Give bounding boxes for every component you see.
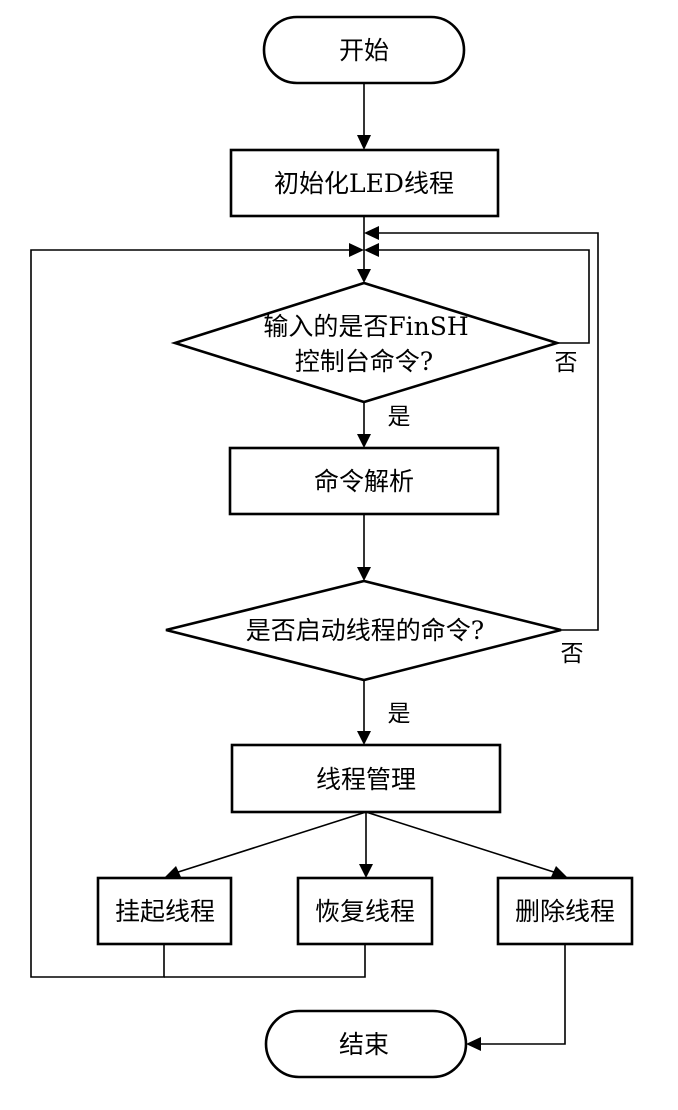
edge-manage-delete bbox=[365, 811, 561, 875]
init-box bbox=[229, 148, 500, 218]
decision1-label-line1: 输入的是否FinSH bbox=[263, 312, 468, 341]
decision2-yes-label: 是 bbox=[388, 701, 411, 727]
resume-box bbox=[296, 876, 434, 946]
edge-resume-return-loop bbox=[164, 944, 366, 978]
edge-manage-suspend bbox=[171, 811, 367, 875]
start-terminator bbox=[262, 15, 466, 85]
arrowhead-decision1-no bbox=[364, 243, 379, 257]
parse-label: 命令解析 bbox=[314, 467, 414, 496]
manage-box bbox=[230, 743, 502, 814]
arrowhead-into-parse bbox=[357, 434, 371, 448]
edge-delete-end bbox=[479, 944, 566, 1045]
decision2-diamond bbox=[165, 579, 562, 682]
start-label: 开始 bbox=[339, 36, 389, 65]
decision1-label-line2: 控制台命令? bbox=[295, 347, 433, 376]
decision2-no-label: 否 bbox=[561, 641, 584, 667]
decision2-label: 是否启动线程的命令? bbox=[246, 616, 484, 645]
node-decision1: 输入的是否FinSH 控制台命令? bbox=[170, 281, 562, 404]
end-label: 结束 bbox=[339, 1030, 389, 1059]
arrowhead-into-suspend bbox=[164, 866, 181, 878]
connectors bbox=[30, 83, 599, 1051]
edge-decision2-no-loop bbox=[377, 232, 599, 631]
arrowhead-into-resume bbox=[359, 864, 373, 878]
decision1-no-label: 否 bbox=[555, 350, 578, 376]
node-suspend: 挂起线程 bbox=[96, 876, 233, 946]
node-manage: 线程管理 bbox=[230, 743, 502, 814]
decision1-yes-label: 是 bbox=[388, 404, 411, 430]
arrowhead-into-delete bbox=[551, 866, 568, 878]
node-parse: 命令解析 bbox=[228, 446, 500, 516]
arrowhead-decision2-no bbox=[364, 226, 379, 240]
init-label: 初始化LED线程 bbox=[274, 169, 454, 198]
arrowhead-into-decision2 bbox=[357, 567, 371, 581]
suspend-box bbox=[96, 876, 233, 946]
delete-label: 删除线程 bbox=[515, 897, 615, 926]
delete-box bbox=[496, 876, 634, 946]
arrowhead-into-end bbox=[466, 1037, 481, 1051]
end-terminator bbox=[264, 1009, 468, 1079]
edge-suspend-return-loop bbox=[30, 249, 351, 978]
resume-label: 恢复线程 bbox=[315, 897, 415, 926]
manage-label: 线程管理 bbox=[316, 765, 416, 794]
edge-decision1-no-loop bbox=[377, 249, 590, 344]
node-delete: 删除线程 bbox=[496, 876, 634, 946]
arrowhead-into-decision1 bbox=[357, 269, 371, 283]
node-init: 初始化LED线程 bbox=[229, 148, 500, 218]
decision1-diamond bbox=[170, 281, 562, 404]
arrowhead-return-loop bbox=[349, 243, 364, 257]
node-decision2: 是否启动线程的命令? bbox=[165, 579, 562, 682]
node-resume: 恢复线程 bbox=[296, 876, 434, 946]
arrowhead-start-init bbox=[357, 135, 371, 150]
parse-box bbox=[228, 446, 500, 516]
node-start: 开始 bbox=[262, 15, 466, 85]
suspend-label: 挂起线程 bbox=[115, 897, 215, 926]
arrowhead-into-manage bbox=[357, 731, 371, 745]
node-end: 结束 bbox=[264, 1009, 468, 1079]
